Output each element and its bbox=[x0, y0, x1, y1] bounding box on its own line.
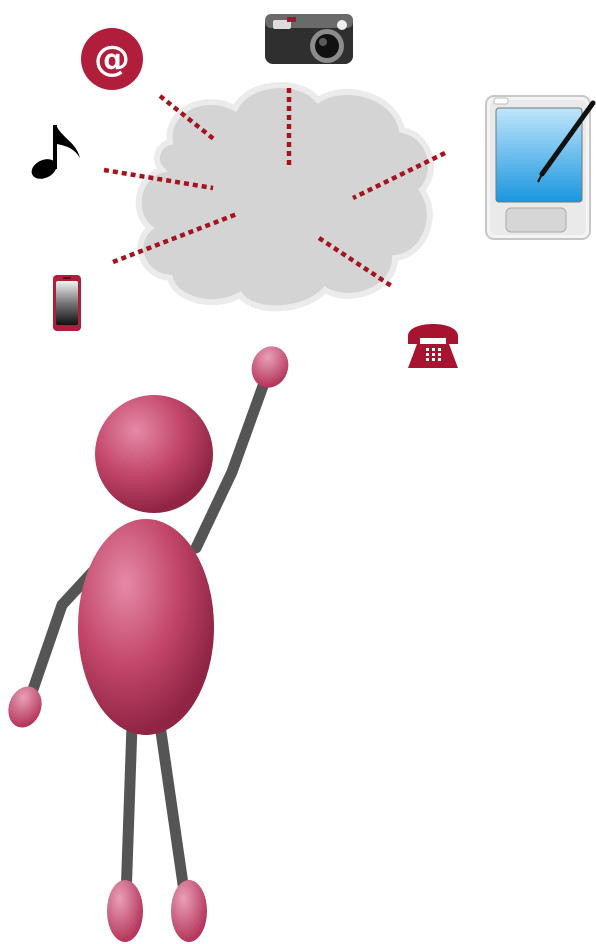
raised-hand bbox=[246, 341, 294, 393]
figure-body bbox=[78, 519, 214, 735]
at-sign-icon: @ bbox=[81, 28, 143, 90]
figure-head bbox=[95, 395, 213, 513]
left-leg bbox=[126, 725, 132, 898]
tablet-pen-icon bbox=[486, 96, 593, 239]
right-foot bbox=[171, 880, 207, 942]
left-foot bbox=[107, 880, 143, 942]
right-leg bbox=[160, 725, 185, 898]
telephone-icon bbox=[408, 324, 458, 368]
at-sign-glyph: @ bbox=[94, 39, 130, 80]
music-note-icon bbox=[28, 125, 80, 183]
camera-icon bbox=[265, 14, 353, 64]
cloud-icon bbox=[139, 85, 431, 308]
mobile-phone-icon bbox=[53, 275, 81, 331]
lower-hand bbox=[3, 682, 47, 732]
stick-figure-person bbox=[3, 341, 294, 942]
